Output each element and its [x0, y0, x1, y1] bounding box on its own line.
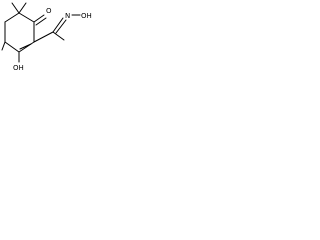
side-chain-bond: [33, 31, 54, 43]
ketone-oxygen-label: O: [46, 7, 52, 15]
molecule-diagram: O N OH OH: [0, 0, 116, 82]
ring-bond-c5-c6: [4, 12, 20, 23]
imine-bond-b: [55, 19, 67, 34]
ring-bond-c6-c1: [18, 12, 35, 23]
methyl-bond-3: [1, 41, 6, 51]
cyclohexane-ring: [4, 12, 35, 53]
oxime-nitrogen-label: N: [65, 12, 70, 20]
ketone-bond-b: [35, 17, 47, 26]
molecule-svg: O N OH OH: [1, 2, 92, 72]
imine-bond-a: [52, 17, 64, 33]
oxime-hydroxyl-label: OH: [81, 12, 92, 20]
hydroxy-label: OH: [13, 64, 24, 72]
side-chain-methyl-bond: [52, 31, 65, 41]
ring-bond-c2-c3: [18, 41, 35, 53]
ring-double-bond-inner: [19, 43, 32, 50]
methyl-bond-1: [11, 2, 20, 14]
methyl-bond-2: [18, 2, 27, 14]
ketone-bond-a: [33, 14, 45, 23]
ring-bond-c3-c4: [4, 41, 20, 53]
